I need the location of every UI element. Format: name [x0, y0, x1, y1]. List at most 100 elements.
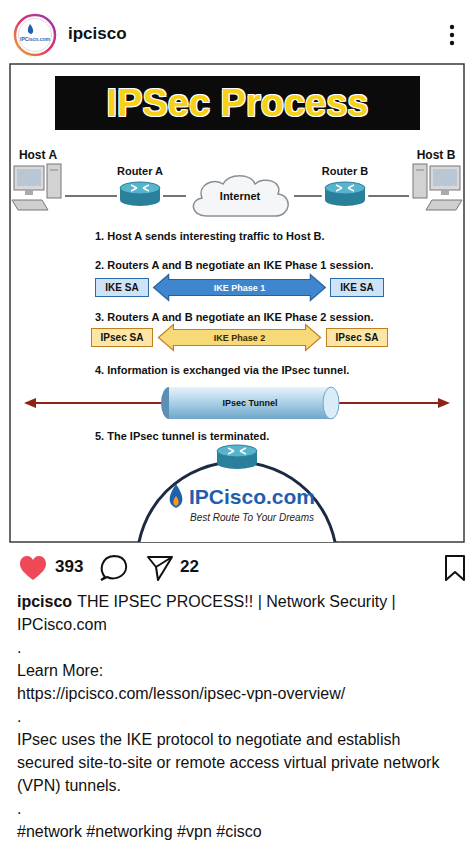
network-link: [294, 195, 322, 197]
router-icon: [120, 194, 160, 206]
router-icon: [217, 445, 257, 457]
more-menu-icon: [450, 25, 454, 29]
router-node: Router A: [117, 164, 163, 208]
router-icon: [325, 182, 365, 206]
router-icon: [120, 182, 160, 206]
node-label: Router A: [117, 164, 163, 178]
share-icon: [148, 557, 172, 580]
caption-account: ipcisco: [17, 593, 72, 610]
logo-drop-icon: [170, 484, 183, 508]
step-text: 4. Information is exchanged via the IPse…: [95, 364, 349, 376]
node-label: Internet: [220, 190, 260, 202]
edge-label: IKE Phase 2: [214, 333, 266, 343]
node-label: IKE SA: [340, 282, 373, 293]
logo-badge: [137, 462, 337, 542]
network-link: [163, 195, 186, 197]
pc-icon: [413, 164, 462, 210]
pc-icon: [426, 200, 462, 210]
caption-hashtags: #network #networking #vpn #cisco: [17, 823, 262, 840]
host-node: Host A: [11, 148, 65, 212]
account-name: ipcisco: [68, 24, 127, 44]
caption-text: .: [17, 708, 21, 725]
network-link: [65, 195, 117, 197]
step-text: 2. Routers A and B negotiate an IKE Phas…: [95, 259, 374, 271]
ike-sa-box: IKE SA: [95, 278, 148, 297]
router-icon: [131, 185, 149, 191]
caption-text: IPsec uses the IKE protocol to negotiate…: [17, 731, 439, 794]
caption: ipciscoTHE IPSEC PROCESS!! | Network Sec…: [17, 590, 459, 843]
avatar: [28, 24, 33, 34]
pc-icon: [47, 164, 61, 198]
pc-icon: [433, 169, 457, 186]
pc-icon: [50, 170, 58, 171]
node-label: IPsec SA: [336, 332, 379, 343]
tunnel-arrow-line: [438, 398, 450, 408]
logo-drop-icon: [173, 496, 178, 506]
caption-paragraph: #network #networking #vpn #cisco: [17, 820, 459, 843]
title-band: [55, 76, 420, 130]
tunnel-arrow-line: [24, 398, 450, 408]
caption-paragraph: IPsec uses the IKE protocol to negotiate…: [17, 728, 459, 797]
host-node: Host B: [409, 148, 463, 212]
internet-cloud: Internet: [186, 172, 294, 220]
node-label: IPsec Tunnel: [223, 398, 278, 408]
node-label: Router B: [322, 164, 368, 178]
step-text: 1. Host A sends interesting traffic to H…: [95, 230, 325, 242]
title-text: IPSec Process: [55, 76, 420, 130]
ipsec-tunnel: IPsec Tunnel: [160, 386, 340, 420]
node-label: Host B: [417, 148, 456, 162]
pc-icon: [416, 170, 424, 171]
more-menu-icon: [450, 41, 454, 45]
avatar: [19, 19, 52, 52]
caption-paragraph: .: [17, 636, 459, 659]
comment-icon: [101, 556, 126, 580]
avatar-logo-text: IPCisco.com: [20, 36, 50, 42]
network-link: [368, 195, 409, 197]
logo-drop-icon: [170, 484, 183, 508]
share-count: 22: [180, 557, 199, 577]
node-label: IPsec SA: [101, 332, 144, 343]
pc-icon: [12, 164, 61, 210]
caption-text: .: [17, 800, 21, 817]
router-icon: [217, 445, 257, 469]
like-heart-icon: [20, 556, 46, 580]
caption-text: .: [17, 639, 21, 656]
save-icon: [446, 556, 464, 580]
pc-icon: [413, 164, 427, 198]
pc-icon: [17, 169, 41, 186]
more-menu-icon: [450, 25, 454, 45]
ike-sa-box: IKE SA: [330, 278, 383, 297]
pc-icon: [25, 190, 33, 195]
pc-icon: [430, 166, 460, 190]
node-label: IKE SA: [105, 282, 138, 293]
phase-arrow: [154, 275, 326, 301]
caption-paragraph: ipciscoTHE IPSEC PROCESS!! | Network Sec…: [17, 590, 459, 636]
pc-icon: [14, 166, 44, 190]
logo-slogan: Best Route To Your Dreams: [190, 512, 314, 523]
more-menu-icon: [450, 33, 454, 37]
pc-icon: [441, 190, 449, 195]
logo-text: IPCisco.com: [189, 485, 315, 509]
router-icon: [325, 194, 365, 206]
caption-paragraph: https://ipcisco.com/lesson/ipsec-vpn-ove…: [17, 682, 459, 705]
caption-text: THE IPSEC PROCESS!! | Network Security |…: [17, 593, 396, 633]
router-node: Router B: [322, 164, 368, 208]
step-text: 3. Routers A and B negotiate an IKE Phas…: [95, 311, 374, 323]
logo-badge: [137, 462, 337, 542]
caption-text: Learn More:: [17, 662, 103, 679]
router-icon: [325, 182, 365, 194]
node-label: Host A: [19, 148, 57, 162]
edge-label: IKE Phase 1: [214, 283, 266, 293]
tunnel-shape: [169, 387, 331, 419]
tunnel-arrow-line: [24, 398, 36, 408]
caption-paragraph: .: [17, 705, 459, 728]
router-icon: [120, 182, 160, 194]
step-text: 5. The IPsec tunnel is terminated.: [95, 430, 269, 442]
avatar: [15, 15, 55, 55]
avatar: [15, 15, 55, 55]
tunnel-shape: [323, 387, 339, 419]
pc-icon: [12, 200, 48, 210]
caption-paragraph: Learn More:: [17, 659, 459, 682]
router-icon: [228, 448, 246, 454]
cloud-shape: [193, 176, 288, 216]
